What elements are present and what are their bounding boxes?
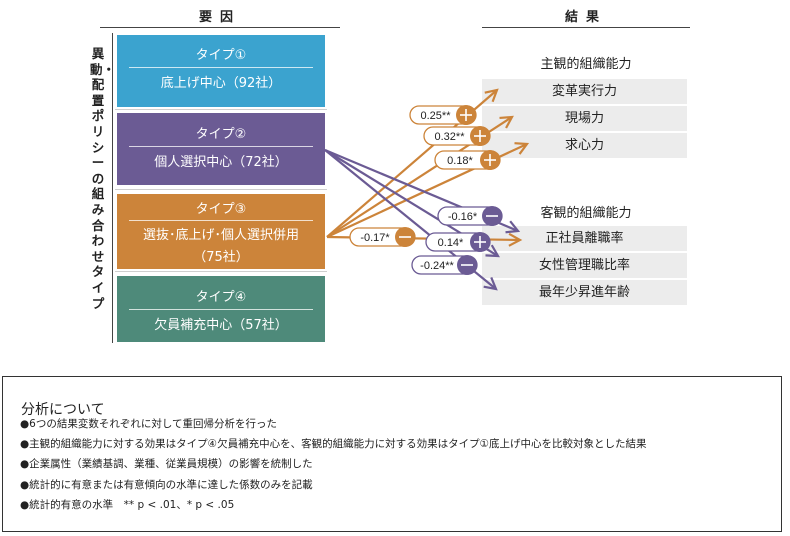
note-item: ●統計的有意の水準 ** p < .01、* p < .05 [20, 498, 235, 511]
note-item: ●6つの結果変数それぞれに対して重回帰分析を行った [20, 418, 278, 430]
subjective-title: 主観的組織能力 [540, 57, 632, 72]
type-separator [115, 189, 327, 190]
arrowhead-icon [485, 244, 500, 258]
objective-title: 客観的組織能力 [540, 206, 632, 221]
coef-value: 0.14* [438, 237, 464, 249]
type-separator [115, 271, 327, 272]
outcome-row: 最年少昇進年齢 [482, 280, 687, 307]
type-4-title: タイプ④ [195, 290, 247, 305]
note-item: ●統計的に有意または有意傾向の水準に達した係数のみを記載 [20, 478, 313, 491]
arrowhead-icon [499, 115, 514, 129]
vertical-axis-label: 異動・配置ポリシーの組み合わせタイプ [90, 46, 116, 311]
type-box-4: タイプ④ 欠員補充中心（57社） [117, 276, 325, 342]
coef-value: -0.16* [448, 211, 478, 223]
type-3-subtitle-count: （75社） [193, 250, 249, 265]
type-4-subtitle: 欠員補充中心（57社） [154, 318, 288, 333]
type-3-divider [129, 220, 313, 221]
arrowhead-icon [483, 276, 498, 291]
coef-value: 0.25** [421, 110, 452, 122]
arrowhead-icon [484, 88, 499, 103]
type-3-subtitle: 選抜･底上げ･個人選択併用 [142, 228, 299, 243]
type-separator [115, 109, 327, 110]
type-2-divider [129, 146, 313, 147]
arrowhead-icon [514, 142, 530, 155]
coef-value: 0.32** [435, 131, 466, 143]
coef-value: -0.17* [360, 232, 390, 244]
header-results: 結果 [564, 10, 607, 25]
type-box-2: タイプ② 個人選択中心（72社） [117, 113, 325, 185]
outcome-row: 現場力 [482, 106, 687, 133]
type-1-title: タイプ① [195, 48, 247, 63]
type-3-title: タイプ③ [195, 202, 247, 217]
arrowhead-icon [505, 220, 521, 234]
type-1-subtitle: 底上げ中心（92社） [160, 76, 282, 91]
type-box-3: タイプ③ 選抜･底上げ･個人選択併用 （75社） [117, 194, 325, 269]
outcome-row: 女性管理職比率 [482, 253, 687, 280]
vertical-rule [112, 33, 113, 343]
notes-box: 分析について ●6つの結果変数それぞれに対して重回帰分析を行った ●主観的組織能… [2, 376, 782, 532]
note-item: ●企業属性（業績基調、業種、従業員規模）の影響を統制した [20, 458, 313, 471]
header-results-rule [482, 27, 690, 28]
type-1-divider [129, 67, 313, 68]
arrowhead-icon [508, 232, 523, 247]
notes-list: ●6つの結果変数それぞれに対して重回帰分析を行った ●主観的組織能力に対する効果… [20, 414, 647, 515]
type-2-title: タイプ② [195, 127, 247, 142]
note-item: ●主観的組織能力に対する効果はタイプ④欠員補充中心を、客観的組織能力に対する効果… [20, 438, 647, 451]
coef-value: -0.24** [420, 260, 454, 272]
type-2-subtitle: 個人選択中心（72社） [154, 155, 288, 170]
coef-value: 0.18* [447, 155, 473, 167]
type-4-divider [129, 309, 313, 310]
coef-labels: 0.25** 0.32** 0.18* -0.17* -0.16* 0.14* -0.24*… [349, 105, 503, 275]
outcome-row: 求心力 [482, 133, 687, 160]
outcome-row: 変革実行力 [482, 79, 687, 106]
header-causes-rule [100, 27, 340, 28]
notes-title: 分析について [21, 402, 105, 418]
header-causes: 要因 [198, 10, 241, 25]
type-box-1: タイプ① 底上げ中心（92社） [117, 35, 325, 107]
